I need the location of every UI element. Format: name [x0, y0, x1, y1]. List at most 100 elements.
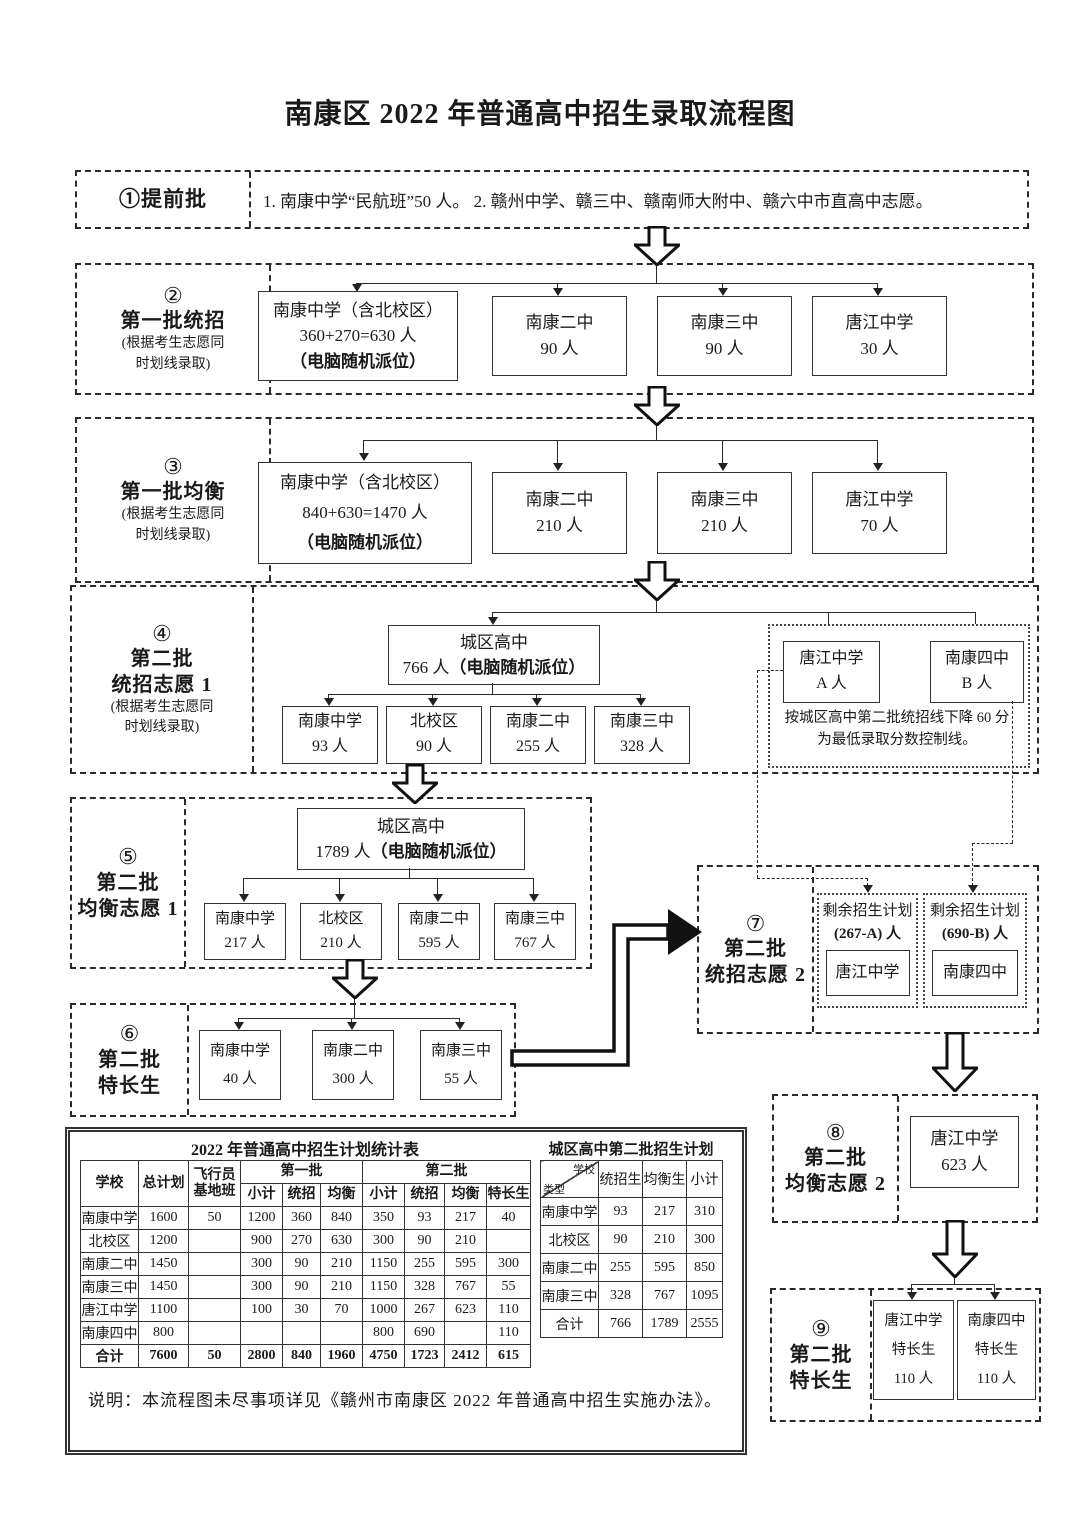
plan-table-header-row: 学校 总计划 飞行员基地班 第一批 第二批: [80, 1160, 532, 1207]
arrowhead-down-icon: [324, 698, 334, 706]
school-name: 南康中学: [297, 713, 362, 731]
school-name: 城区高中: [377, 816, 445, 836]
block-arrow-down-icon: [634, 386, 680, 426]
school-box: 南康三中 210 人: [657, 472, 792, 554]
table-cell: [282, 1321, 321, 1345]
school-name: 南康中学: [209, 1042, 270, 1059]
school-box: 唐江中学 70 人: [812, 472, 947, 554]
table-cell: 255: [598, 1253, 643, 1282]
section-7-second-batch-unified-2: ⑦ 第二批 统招志愿 2: [697, 865, 1039, 1034]
connector-line: [722, 440, 723, 464]
school-name: 南康中学（含北校区）: [280, 473, 450, 493]
section-5-second-batch-balanced-1: ⑤ 第二批 均衡志愿 1: [70, 797, 592, 969]
arrowhead-down-icon: [636, 698, 646, 706]
table-cell: 南康三中: [540, 1281, 599, 1310]
connector-line: [328, 694, 329, 699]
connector-line: [975, 612, 976, 634]
table-cell: 50: [188, 1206, 241, 1230]
school-name: 南康二中: [408, 911, 469, 928]
arrowhead-down-icon: [873, 288, 883, 296]
table-cell: 623: [444, 1298, 488, 1322]
school-name: 唐江中学: [799, 650, 864, 668]
school-box: 南康二中 210 人: [492, 472, 627, 554]
school-count: 210 人: [536, 516, 583, 535]
connector-line: [557, 440, 558, 464]
footnote: 说明：本流程图未尽事项详见《赣州市南康区 2022 年普通高中招生实施办法》。: [88, 1391, 722, 1410]
table-cell: 南康中学: [540, 1197, 599, 1226]
school-name: 南康三中: [609, 713, 674, 731]
school-name: 南康四中: [944, 650, 1009, 668]
school-box: 南康中学 93 人: [282, 706, 378, 764]
school-name: 南康中学: [214, 911, 275, 928]
section-4-second-batch-unified-1: ④ 第二批 统招志愿 1 (根据考生志愿同 时划线录取): [70, 585, 1039, 774]
section-1-content: 1. 南康中学“民航班”50 人。 2. 赣州中学、赣三中、赣南师大附中、赣六中…: [263, 192, 933, 211]
corner-school-label: 学校: [573, 1164, 595, 1176]
col-balanced: 均衡: [444, 1183, 488, 1207]
table-cell: 1150: [362, 1252, 406, 1276]
table-cell: 767: [444, 1275, 488, 1299]
table-cell: 217: [642, 1197, 687, 1226]
connector-line: [656, 601, 657, 612]
school-note: （电脑随机派位）: [297, 532, 433, 552]
connector-line: [363, 440, 364, 454]
col-balanced: 均衡: [319, 1183, 364, 1207]
table-cell: 310: [686, 1197, 723, 1226]
arrowhead-down-icon: [863, 885, 873, 893]
school-name: 唐江中学: [845, 489, 914, 509]
school-name: 南康四中: [942, 963, 1007, 981]
table-cell: 800: [362, 1321, 406, 1345]
plan-table-subheader-row: 小计 统招 均衡 小计 统招 均衡 特长生: [81, 1183, 532, 1207]
dashed-connector: [1012, 701, 1013, 843]
table-cell: 900: [240, 1229, 283, 1253]
connector-line: [640, 694, 641, 699]
table-cell: 255: [404, 1252, 446, 1276]
dashed-connector: [757, 670, 758, 878]
table-cell: 50: [188, 1344, 241, 1368]
connector-line: [339, 878, 340, 895]
school-name: 唐江中学: [884, 1312, 943, 1329]
school-name: 南康二中: [322, 1042, 383, 1059]
col-pilot: 飞行员基地班: [188, 1160, 241, 1207]
arrowhead-down-icon: [990, 1292, 1000, 1300]
arrowhead-down-icon: [455, 1022, 465, 1030]
school-count: 840+630=1470 人: [302, 503, 428, 523]
table-cell: 90: [598, 1225, 643, 1254]
section-3-first-batch-balanced: ③ 第一批均衡 (根据考生志愿同 时划线录取): [75, 417, 1034, 583]
arrowhead-down-icon: [239, 894, 249, 902]
table-cell: 北校区: [540, 1225, 599, 1254]
table-cell: [188, 1275, 241, 1299]
school-count: 30 人: [860, 339, 899, 358]
dashed-connector: [972, 843, 1013, 844]
school-box: 唐江中学 623 人: [910, 1116, 1019, 1188]
table-cell: 1450: [138, 1275, 189, 1299]
table-cell: [486, 1229, 532, 1253]
school-name: 城区高中: [460, 632, 528, 652]
table-cell: 300: [362, 1229, 406, 1253]
col-total: 总计划: [138, 1160, 189, 1207]
table-cell: 1450: [138, 1252, 189, 1276]
connector-line: [459, 1018, 460, 1023]
corner-type-label: 类型: [543, 1184, 565, 1196]
school-name: 南康二中: [525, 312, 594, 332]
arrowhead-down-icon: [553, 463, 563, 471]
section-8-second-batch-balanced-2: ⑧ 第二批 均衡志愿 2: [772, 1094, 1038, 1223]
table-cell: 70: [319, 1298, 364, 1322]
school-count: A 人: [816, 675, 847, 692]
quota-note-line1: 按城区高中第二批统招线下降 60 分: [784, 710, 1010, 726]
branch-line: [357, 283, 878, 284]
table-cell: 766: [598, 1309, 643, 1338]
block-arrow-down-icon: [932, 1220, 978, 1278]
school-box: 北校区 210 人: [300, 903, 382, 960]
school-type: 特长生: [974, 1341, 1019, 1358]
school-box: 南康二中 595 人: [398, 903, 480, 960]
table-cell: 南康四中: [80, 1321, 139, 1345]
table-cell: 1723: [404, 1344, 446, 1368]
school-box: 南康三中 328 人: [594, 706, 690, 764]
